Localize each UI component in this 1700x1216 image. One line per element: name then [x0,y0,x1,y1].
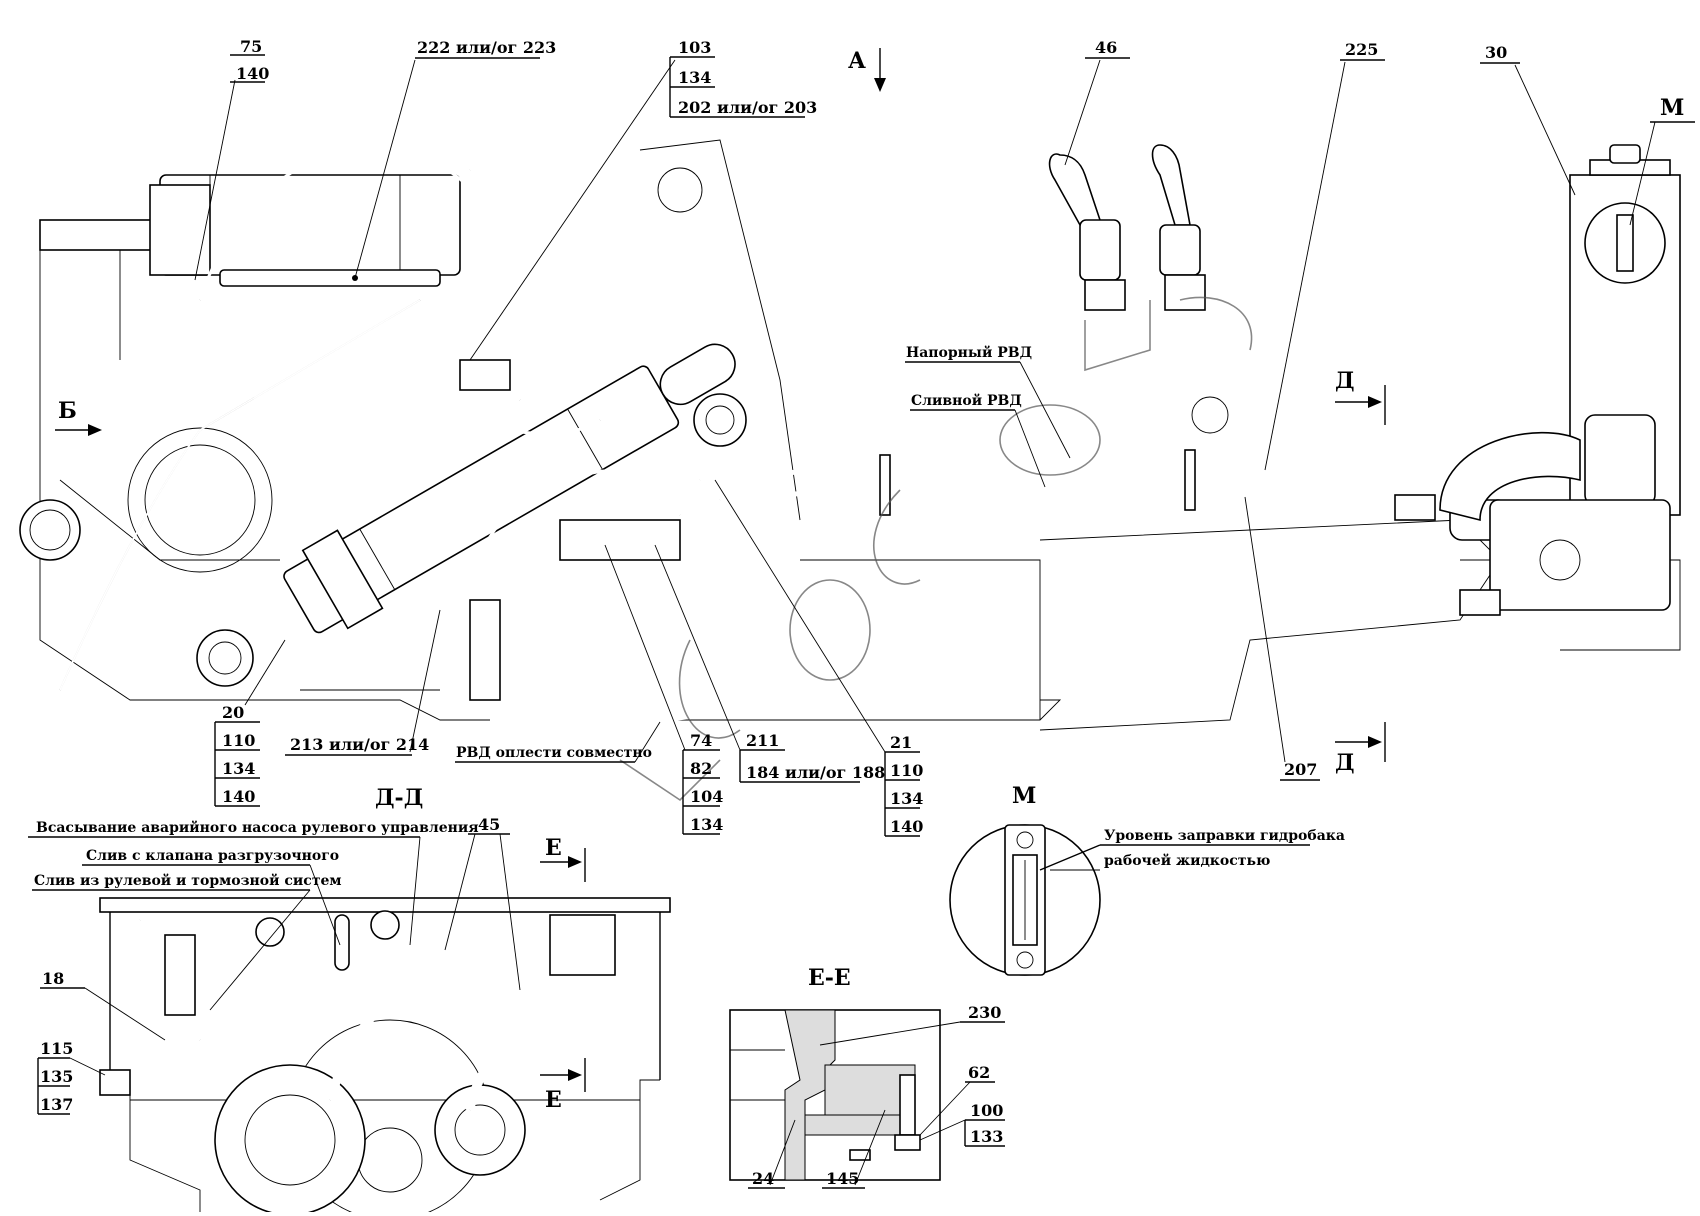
view-label-m: М [1660,95,1684,121]
section-mark-d-top: Д [1335,368,1355,394]
callout-213: 213 или/ог 214 [290,735,429,754]
callout-140b: 140 [222,787,255,806]
view-m-title: М [1012,783,1036,809]
callout-145: 145 [826,1169,859,1188]
callout-75: 75 [240,37,262,56]
callout-20: 20 [222,703,244,722]
section-dd-title: Д-Д [375,785,423,811]
callout-104: 104 [690,787,723,806]
label-fill-level-2: рабочей жидкостью [1104,852,1270,869]
callout-82: 82 [690,759,712,778]
label-fill-level-1: Уровень заправки гидробака [1104,828,1345,844]
callout-134d: 134 [890,789,923,808]
callout-225: 225 [1345,40,1378,59]
callout-45: 45 [478,815,500,834]
view-m-detail: М Уровень заправки гидробака рабочей жид… [949,783,1345,976]
section-ee-title: Е-Е [808,965,851,991]
callout-134a: 134 [678,68,711,87]
callout-134b: 134 [222,759,255,778]
callout-21: 21 [890,733,912,752]
callout-230: 230 [968,1003,1001,1022]
hydraulic-tank [1439,144,1681,616]
callout-18: 18 [42,969,64,988]
upper-hydraulic-cylinder [39,174,461,287]
lift-cylinder [283,343,736,634]
callout-134c: 134 [690,815,723,834]
section-mark-e-top: Е [545,835,562,861]
main-view-callouts: 75 140 222 или/ог 223 103 134 202 или/ог… [55,37,1695,837]
callout-211: 211 [746,731,779,750]
callout-184: 184 или/ог 188 [746,763,885,782]
callout-30: 30 [1485,43,1507,62]
cylinder-bottom-eye [196,629,254,687]
callout-222: 222 или/ог 223 [417,38,556,57]
callout-74: 74 [690,731,712,750]
callout-110a: 110 [222,731,255,750]
label-steering-brake-drain: Слив из рулевой и тормозной систем [34,872,342,889]
section-dd: Д-Д Всасывание аварийного насоса рулевог… [28,785,671,1216]
callout-46: 46 [1095,38,1117,57]
callout-207: 207 [1284,760,1317,779]
joysticks [1048,144,1206,311]
cylinder-rod-eye [693,393,747,447]
label-emergency-suction: Всасывание аварийного насоса рулевого уп… [36,819,479,836]
callout-140a: 140 [236,64,269,83]
callout-135: 135 [40,1067,73,1086]
callout-24: 24 [752,1169,774,1188]
hoses [59,147,1421,722]
label-pressure-hose: Напорный РВД [906,344,1032,361]
section-ee: Е-Е 230 62 100 133 24 145 [729,965,1005,1189]
view-arrow-b: Б [58,398,77,424]
callout-103: 103 [678,38,711,57]
callout-137: 137 [40,1095,73,1114]
watermark [619,296,1253,802]
callout-100: 100 [970,1101,1003,1120]
callout-115: 115 [40,1039,73,1058]
callout-140c: 140 [890,817,923,836]
section-mark-d-bottom: Д [1335,750,1355,776]
callout-62: 62 [968,1063,990,1082]
view-arrow-a: А [848,48,866,74]
callout-202: 202 или/ог 203 [678,98,817,117]
callout-110b: 110 [890,761,923,780]
callout-133: 133 [970,1127,1003,1146]
label-braid-together: РВД оплести совместно [456,745,652,761]
label-drain-hose: Сливной РВД [911,392,1022,409]
label-relief-valve-drain: Слив с клапана разгрузочного [86,848,339,864]
section-mark-e-bottom: Е [545,1087,562,1113]
